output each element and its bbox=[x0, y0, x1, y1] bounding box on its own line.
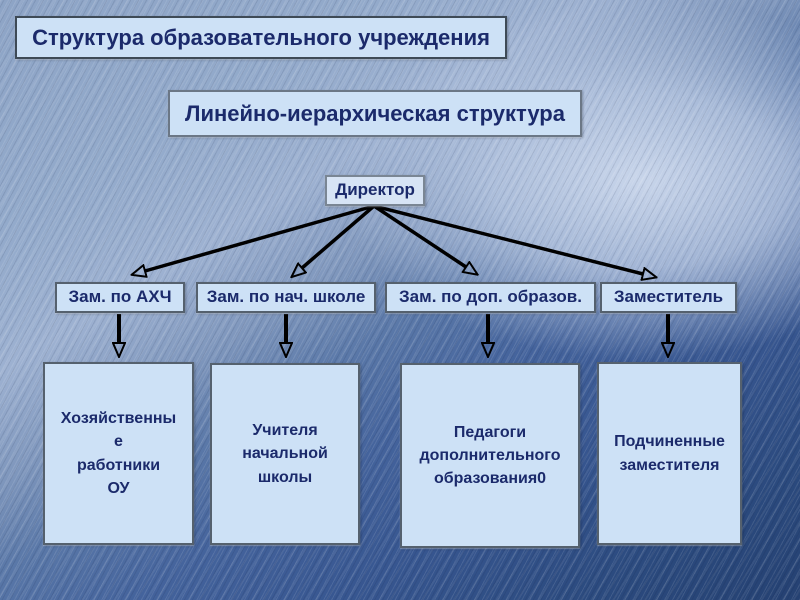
slide-title: Структура образовательного учреждения bbox=[32, 24, 490, 50]
org-box-zam-dop-obrazov: Зам. по доп. образов. bbox=[385, 282, 596, 313]
org-box-zam-axch-label: Зам. по АХЧ bbox=[68, 287, 172, 307]
org-box-deputy-subordinates-label: Подчиненные заместителя bbox=[614, 433, 725, 474]
arrow-director-to-zamestitel bbox=[373, 204, 643, 274]
org-box-zamestitel-label: Заместитель bbox=[613, 287, 724, 307]
slide-subtitle: Линейно-иерархическая структура bbox=[185, 100, 565, 126]
org-box-zamestitel: Заместитель bbox=[600, 282, 737, 313]
slide-title-box: Структура образовательного учреждения bbox=[15, 16, 507, 59]
org-box-primary-teachers-label: Учителя начальной школы bbox=[242, 422, 328, 486]
org-box-household-workers: Хозяйственны е работники ОУ bbox=[43, 362, 194, 545]
org-box-deputy-subordinates: Подчиненные заместителя bbox=[597, 362, 742, 545]
org-box-director: Директор bbox=[325, 175, 425, 206]
org-box-director-label: Директор bbox=[335, 180, 415, 200]
slide-subtitle-box: Линейно-иерархическая структура bbox=[168, 90, 582, 137]
org-box-household-workers-label: Хозяйственны е работники ОУ bbox=[60, 410, 177, 497]
org-box-zam-nach-shkola: Зам. по нач. школе bbox=[196, 282, 376, 313]
org-box-zam-dop-obrazov-label: Зам. по доп. образов. bbox=[399, 287, 582, 307]
arrow-director-to-nach-shkola bbox=[302, 204, 376, 268]
org-box-zam-axch: Зам. по АХЧ bbox=[55, 282, 185, 313]
director-fan-arrows bbox=[145, 204, 643, 274]
org-box-extra-education-pedagogues: Педагоги дополнительного образования0 bbox=[400, 363, 580, 548]
arrow-director-to-axch bbox=[145, 204, 375, 271]
arrow-director-to-dop-obrazov bbox=[373, 204, 466, 267]
org-box-extra-education-pedagogues-label: Педагоги дополнительного образования0 bbox=[419, 423, 561, 488]
org-box-zam-nach-shkola-label: Зам. по нач. школе bbox=[206, 287, 366, 307]
org-box-primary-teachers: Учителя начальной школы bbox=[210, 363, 360, 545]
vertical-arrows bbox=[119, 314, 668, 343]
